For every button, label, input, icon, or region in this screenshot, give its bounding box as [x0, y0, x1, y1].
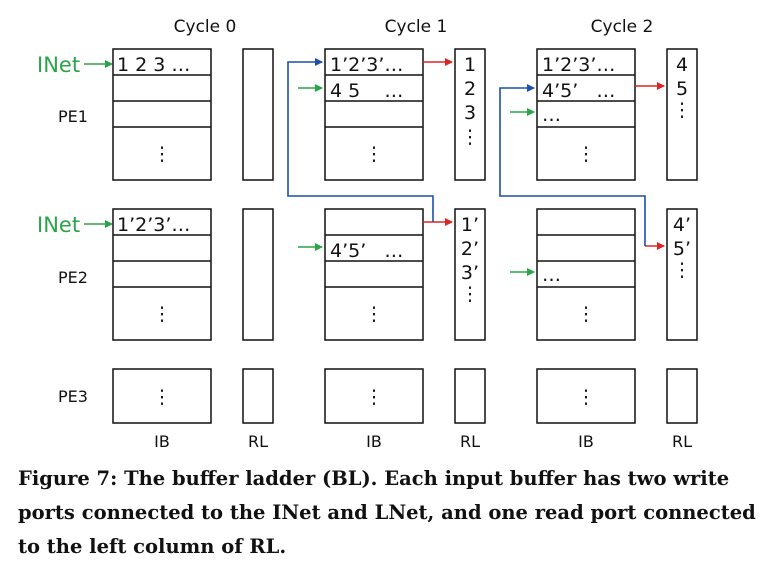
cycle-0-pe3-ib — [112, 368, 212, 424]
pe1-label: PE1 — [58, 107, 88, 126]
figure-caption: Figure 7: The buffer ladder (BL). Each i… — [18, 467, 756, 558]
cycle-1-pe3-rl — [454, 368, 486, 424]
c2-pe1-rl-0: 4 — [676, 54, 688, 76]
c1-pe1-rl-1: 2 — [464, 78, 476, 100]
cycle-0-pe1-rl — [242, 48, 274, 181]
c2-pe1-rl-1: 5 — [676, 78, 688, 100]
c1-pe1-rl-0: 1 — [464, 54, 476, 76]
cycle-2-pe2-ib — [536, 208, 636, 341]
c1-pe3-dots: ⋮ — [365, 386, 384, 408]
c2-pe1-dots: ⋮ — [577, 143, 596, 165]
c2-pe2-rl-1: 5’ — [673, 238, 691, 260]
c2-pe3-dots: ⋮ — [577, 386, 596, 408]
inet-label-pe2: INet — [37, 213, 80, 237]
cycle-1-header: Cycle 1 — [385, 17, 448, 37]
c2-rl-label: RL — [672, 432, 692, 451]
c1-rl-label: RL — [460, 432, 480, 451]
c1-pe2-rl-2: 3’ — [461, 262, 479, 284]
cycle-0-pe1-ib — [112, 48, 212, 181]
cycle-0-pe2-rl — [242, 208, 274, 341]
c1-pe1-rl-2: 3 — [464, 102, 476, 124]
cycle-2-pe3-rl — [666, 368, 698, 424]
cycle-1-pe1-rl — [454, 48, 486, 181]
cycle-1-pe1-ib — [324, 48, 424, 181]
cycle-1-pe3-ib — [324, 368, 424, 424]
c2-ib-label: IB — [578, 432, 594, 451]
c0-pe2-row1: 1’2’3’… — [117, 214, 190, 236]
c1-ib-label: IB — [366, 432, 382, 451]
pe3-label: PE3 — [58, 387, 88, 406]
inet-label-pe1: INet — [37, 53, 80, 77]
c2-pe1-row2: 4’5’ … — [542, 80, 615, 102]
buffer-ladder-diagram: Cycle 0 Cycle 1 Cycle 2 PE1 PE2 PE3 INet… — [37, 17, 698, 451]
c2-pe1-rl-2: ⋮ — [673, 99, 692, 121]
c0-ib-label: IB — [154, 432, 170, 451]
c1-pe2-dots: ⋮ — [365, 303, 384, 325]
cycle-1-pe2-ib — [324, 208, 424, 341]
cycle-2-pe1-ib — [536, 48, 636, 181]
c0-pe2-dots: ⋮ — [153, 303, 172, 325]
c1-pe1-dots: ⋮ — [365, 143, 384, 165]
cycle-2-pe2-rl — [666, 208, 698, 341]
c1-lnet-arrow — [287, 58, 434, 222]
cycle-0-header: Cycle 0 — [174, 17, 237, 37]
cycle-0-pe3-rl — [242, 368, 274, 424]
c0-pe1-row1: 1 2 3 … — [117, 54, 190, 76]
c1-pe1-rl-3: ⋮ — [461, 126, 480, 148]
c1-pe1-row2: 4 5 … — [330, 80, 403, 102]
pe2-label: PE2 — [58, 268, 88, 287]
c2-pe1-row1: 1’2’3’… — [542, 54, 615, 76]
c2-pe2-dots: ⋮ — [577, 303, 596, 325]
c1-pe2-rl-1: 2’ — [461, 238, 479, 260]
c1-pe2-row2: 4’5’ … — [330, 240, 403, 262]
c2-lnet-arrow — [499, 84, 646, 246]
c1-pe2-rl-3: ⋮ — [461, 283, 480, 305]
c0-pe1-dots: ⋮ — [153, 143, 172, 165]
cycle-0-pe2-ib — [112, 208, 212, 341]
c1-pe2-rl-0: 1’ — [461, 214, 479, 236]
c2-pe2-rl-2: ⋮ — [673, 259, 692, 281]
cycle-2-header: Cycle 2 — [591, 17, 654, 37]
c0-pe3-dots: ⋮ — [153, 386, 172, 408]
cycle-2-pe1-rl — [666, 48, 698, 181]
c1-pe1-row1: 1’2’3’… — [330, 54, 403, 76]
c0-rl-label: RL — [248, 432, 268, 451]
cycle-1-pe2-rl — [454, 208, 486, 341]
c2-pe1-row3: … — [542, 104, 561, 126]
cycle-2-pe3-ib — [536, 368, 636, 424]
c2-pe2-rl-0: 4’ — [673, 214, 691, 236]
c2-pe2-row3: … — [542, 264, 561, 286]
